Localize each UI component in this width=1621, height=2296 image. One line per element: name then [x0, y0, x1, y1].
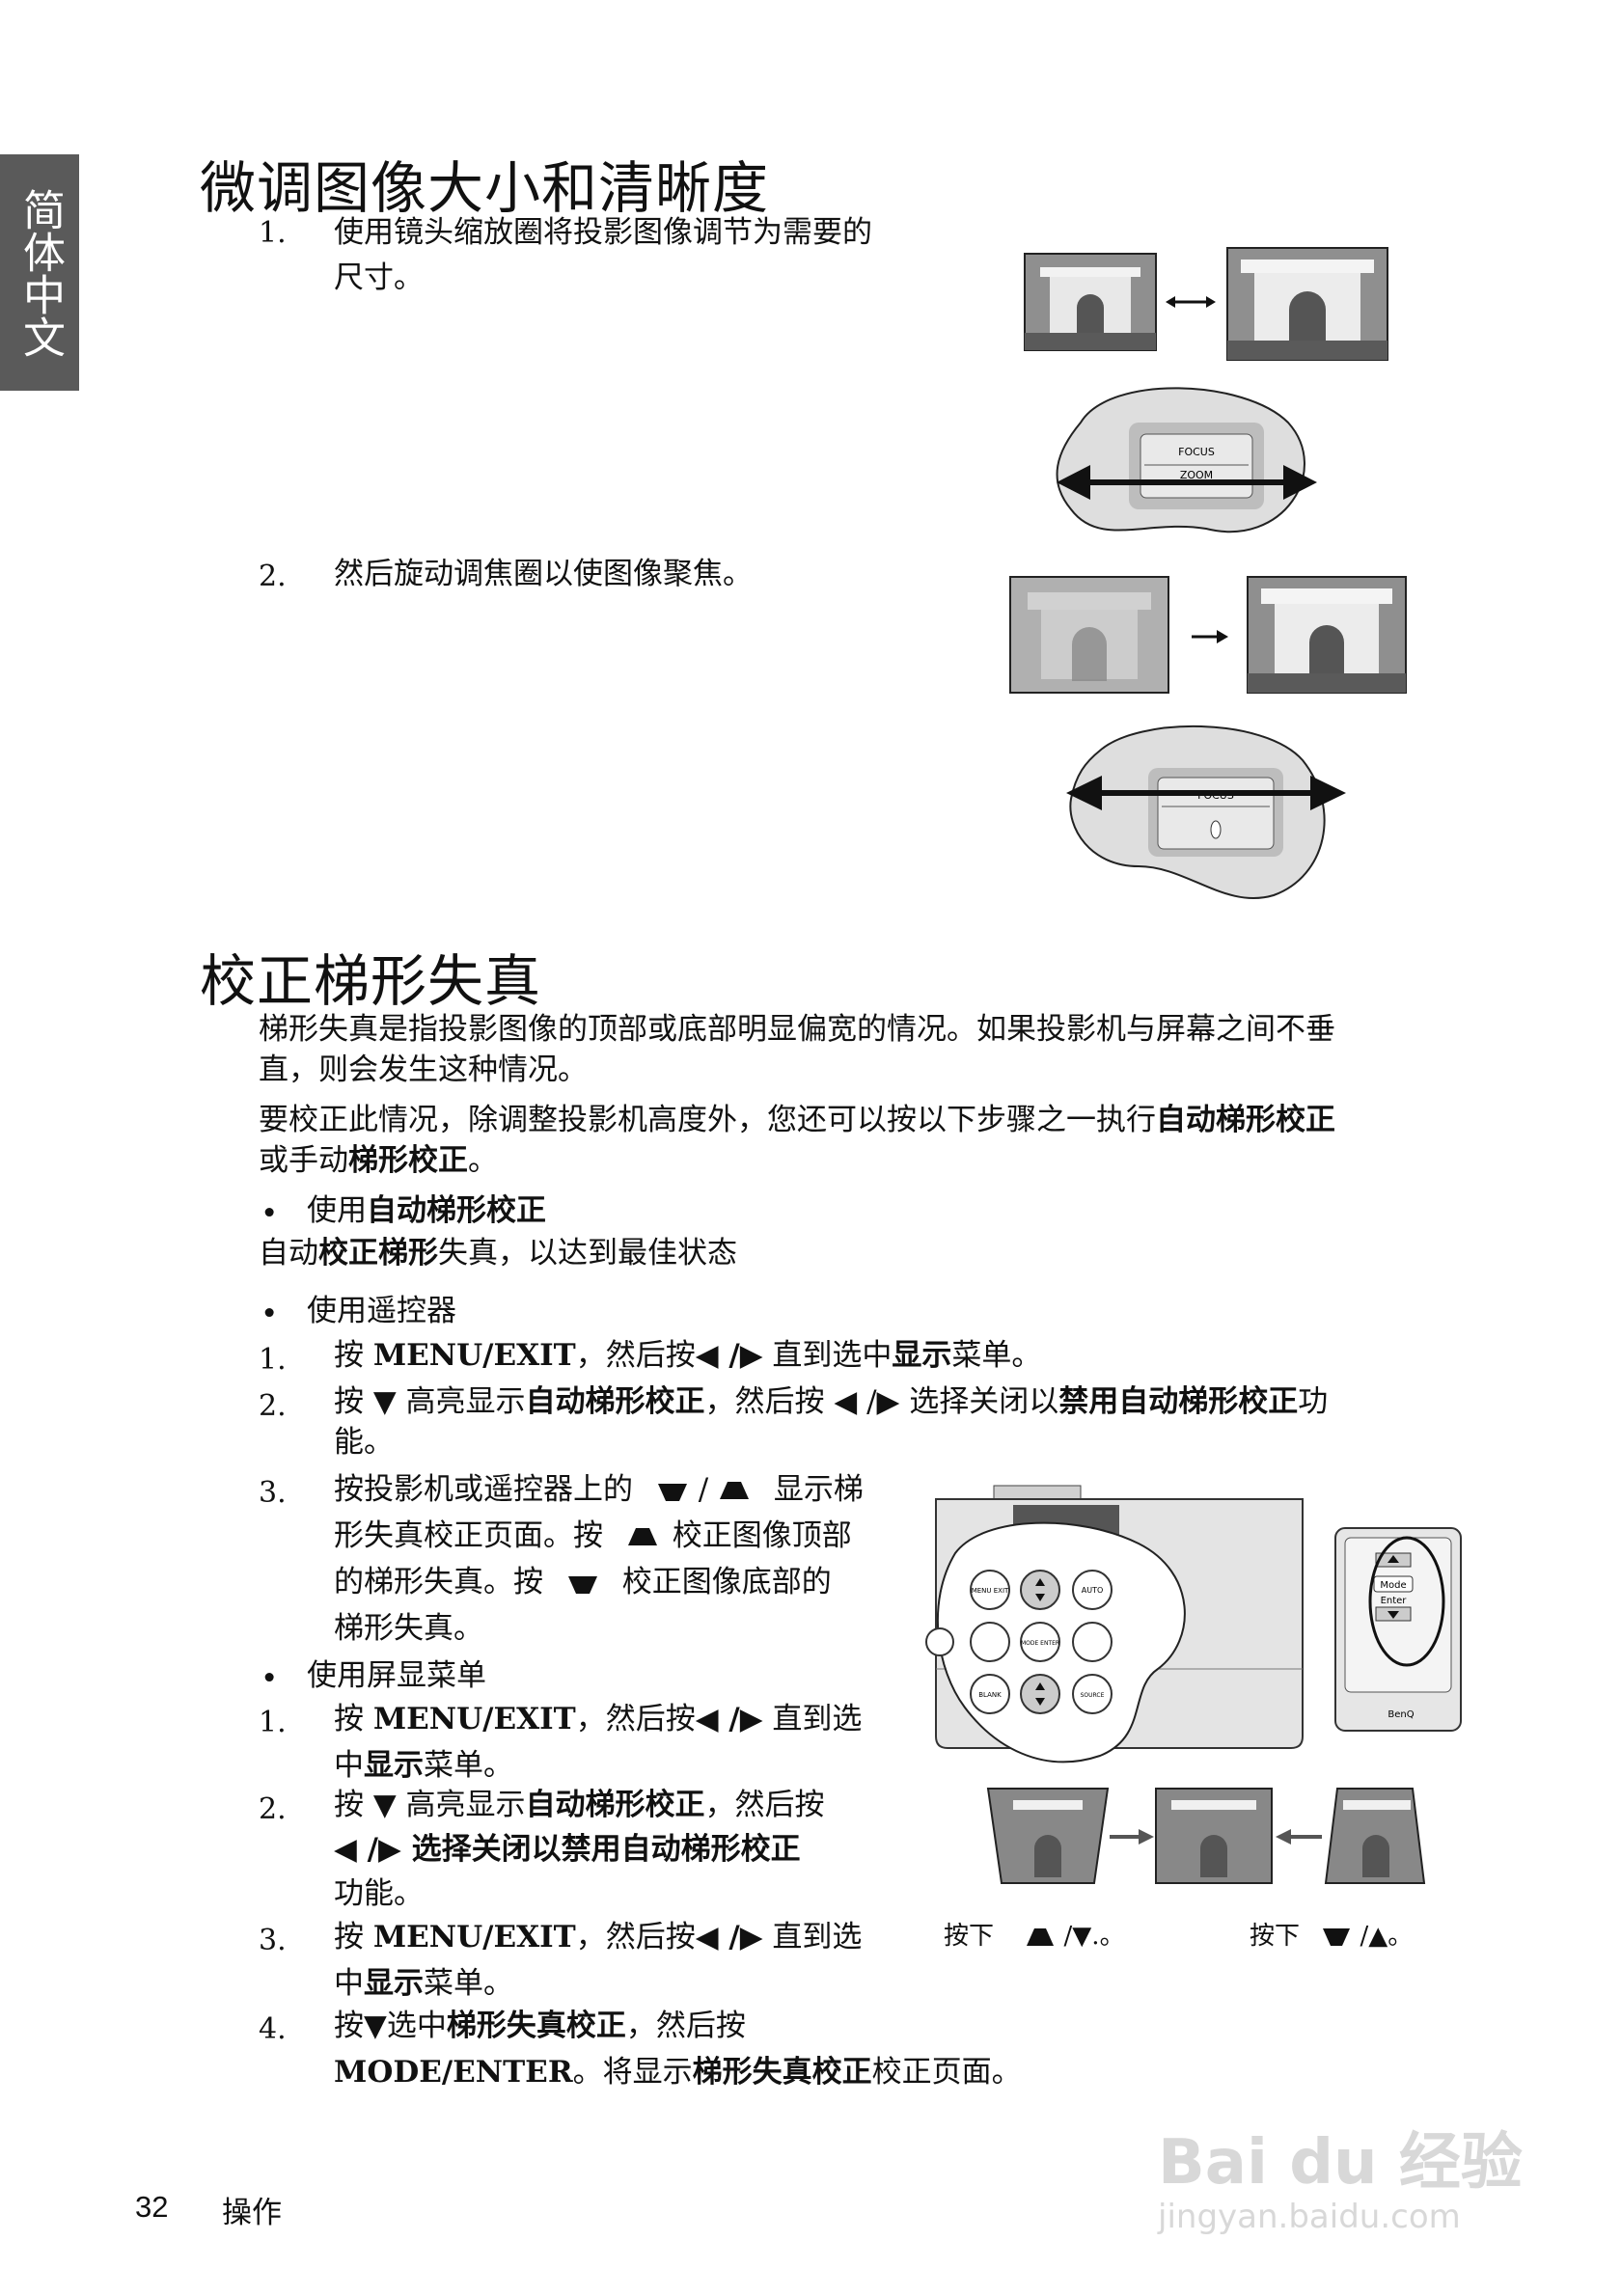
osd-step-1: 按 MENU/EXIT，然后按◀ /▶ 直到选 中显示菜单。	[334, 1702, 863, 1783]
bullet-dot: •	[261, 1297, 279, 1331]
bullet-auto-keystone-desc: 自动校正梯形失真，以达到最佳状态	[259, 1236, 737, 1271]
paragraph-line: 直，则会发生这种情况。	[259, 1052, 588, 1087]
watermark-logo: Bai du 经验	[1158, 2127, 1523, 2199]
section-title-zoom-focus: 微调图像大小和清晰度	[200, 155, 770, 221]
page-number: 32	[135, 2190, 169, 2224]
bullet-osd-menu: 使用屏显菜单	[307, 1658, 486, 1693]
remote-mode-button: Mode	[1380, 1580, 1406, 1591]
keystone-up-icon	[720, 1481, 750, 1499]
caption-keystone-up: 按下 /▼.。	[944, 1922, 1125, 1951]
step-number: 4.	[259, 2012, 287, 2046]
remote-brand-logo: BenQ	[1387, 1709, 1414, 1720]
paragraph-line: 梯形失真是指投影图像的顶部或底部明显偏宽的情况。如果投影机与屏幕之间不垂	[259, 1012, 1335, 1047]
keystone-intro-paragraph: 梯形失真是指投影图像的顶部或底部明显偏宽的情况。如果投影机与屏幕之间不垂 直，则…	[259, 1009, 1335, 1090]
zoom-label: ZOOM	[1180, 469, 1213, 481]
focus-dial-illustration: FOCUS	[1066, 724, 1346, 900]
bullet-dot: •	[261, 1196, 279, 1231]
step-number: 3.	[259, 1924, 287, 1957]
source-button: SOURCE	[1081, 1692, 1105, 1699]
keystone-correction-illustration	[986, 1788, 1426, 1884]
remote-step-1: 按 MENU/EXIT，然后按◀ /▶ 直到选中显示菜单。	[334, 1338, 1042, 1373]
language-tab: 简体中文	[0, 154, 79, 391]
keystone-method-paragraph: 要校正此情况，除调整投影机高度外，您还可以按以下步骤之一执行自动梯形校正 或手动…	[259, 1100, 1335, 1181]
zoom-dial-illustration: FOCUS ZOOM	[1056, 387, 1317, 533]
keystone-down-icon	[567, 1575, 597, 1594]
step-number: 3.	[259, 1476, 287, 1510]
auto-button: AUTO	[1082, 1586, 1104, 1595]
step-1-line: 尺寸。	[334, 260, 424, 295]
step-number: 2.	[259, 560, 287, 593]
remote-enter-label: Enter	[1381, 1596, 1408, 1606]
menu-exit-button: MENU EXIT	[972, 1587, 1009, 1595]
step-number: 1.	[259, 1706, 287, 1739]
remote-step-2: 按 ▼ 高亮显示自动梯形校正，然后按 ◀ /▶ 选择关闭以禁用自动梯形校正功 能…	[334, 1384, 1329, 1460]
caption-keystone-down: 按下 /▲。	[1250, 1922, 1414, 1951]
keystone-up-icon	[1027, 1928, 1055, 1946]
zoom-illustration	[1024, 247, 1388, 361]
watermark-url: jingyan.baidu.com	[1158, 2198, 1461, 2236]
osd-step-4: 按▼选中梯形失真校正，然后按 MODE/ENTER。将显示梯形失真校正校正页面。	[334, 2009, 1022, 2090]
paragraph-line: 要校正此情况，除调整投影机高度外，您还可以按以下步骤之一执行自动梯形校正	[259, 1103, 1335, 1137]
footer-section: 操作	[222, 2196, 282, 2229]
step-number: 1.	[259, 1343, 287, 1377]
bullet-auto-keystone: 使用自动梯形校正	[307, 1193, 546, 1228]
keystone-down-icon	[657, 1483, 687, 1501]
remote-control-illustration: Mode Enter BenQ	[1334, 1527, 1462, 1732]
bullet-dot: •	[261, 1661, 279, 1696]
osd-step-2: 按 ▼ 高亮显示自动梯形校正，然后按 ◀ /▶ 选择关闭以禁用自动梯形校正 功能…	[334, 1788, 825, 1911]
step-1-line: 使用镜头缩放圈将投影图像调节为需要的	[334, 215, 872, 250]
step-number: 2.	[259, 1792, 287, 1826]
step-number: 1.	[259, 216, 287, 250]
keystone-up-icon	[627, 1527, 657, 1545]
mode-enter-button: MODE ENTER	[1021, 1640, 1059, 1647]
step-2-text: 然后旋动调焦圈以使图像聚焦。	[334, 557, 753, 591]
focus-illustration	[1009, 576, 1407, 694]
focus-label: FOCUS	[1178, 446, 1215, 458]
projector-panel-illustration: MENU EXIT AUTO MODE ENTER BLANK SOURCE	[925, 1485, 1304, 1763]
paragraph-line: 或手动梯形校正。	[259, 1143, 498, 1178]
remote-step-3: 按投影机或遥控器上的 / 显示梯 形失真校正页面。按 校正图像顶部 的梯形失真。…	[334, 1472, 864, 1646]
step-number: 2.	[259, 1389, 287, 1423]
blank-button: BLANK	[978, 1691, 1002, 1699]
keystone-down-icon	[1323, 1928, 1351, 1946]
osd-step-3: 按 MENU/EXIT，然后按◀ /▶ 直到选 中显示菜单。	[334, 1920, 863, 2001]
step-1-text: 使用镜头缩放圈将投影图像调节为需要的 尺寸。	[334, 210, 872, 301]
section-title-keystone: 校正梯形失真	[200, 948, 542, 1014]
bullet-remote: 使用遥控器	[307, 1294, 456, 1328]
